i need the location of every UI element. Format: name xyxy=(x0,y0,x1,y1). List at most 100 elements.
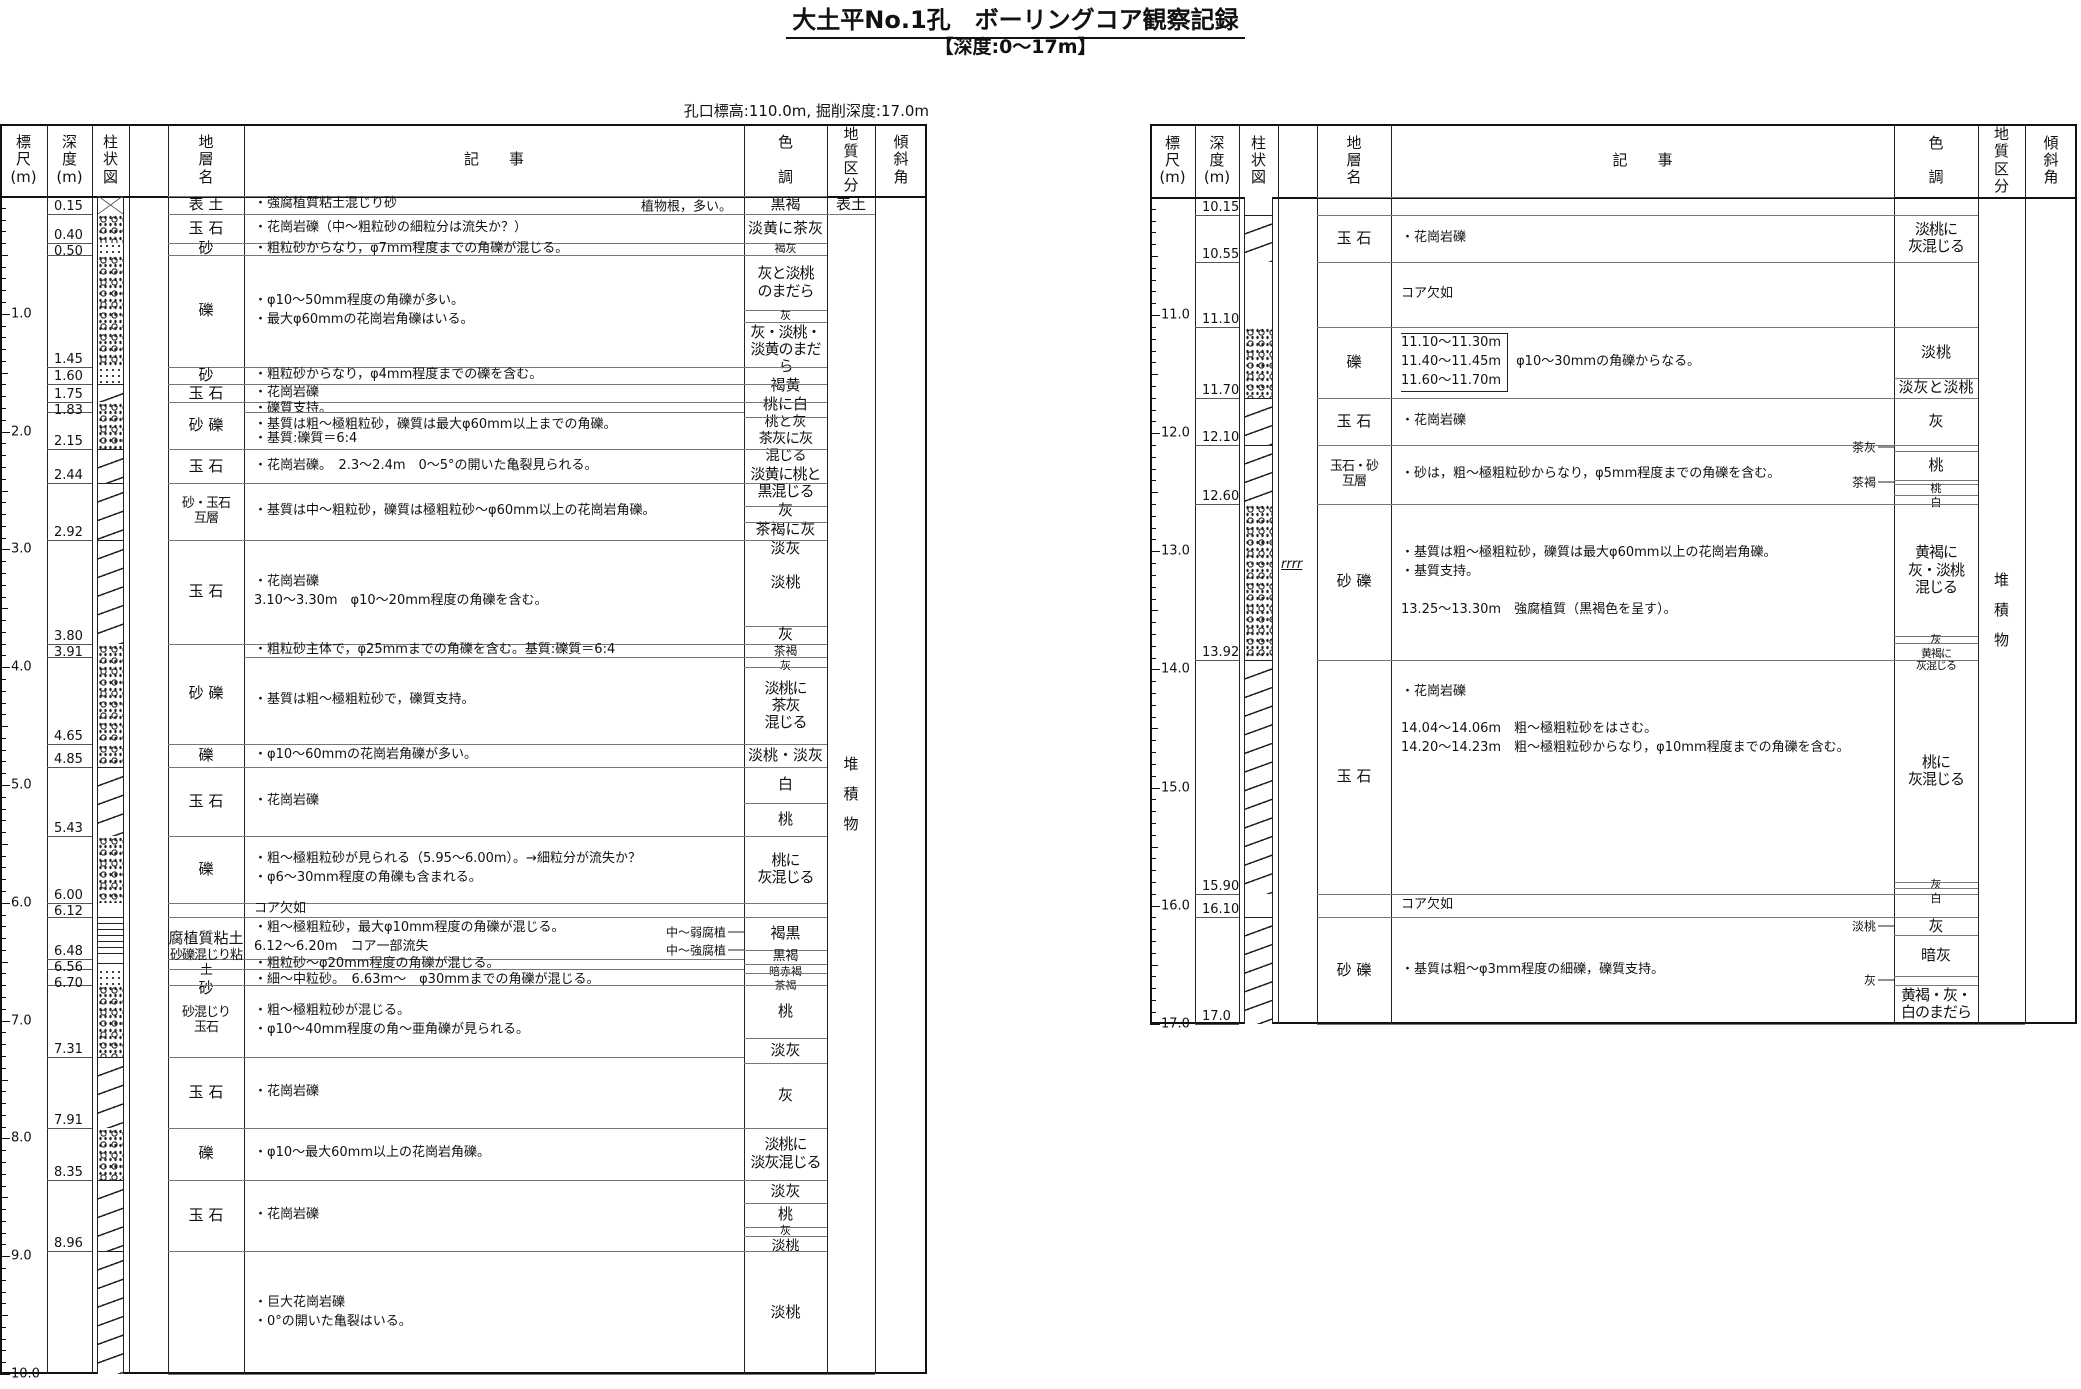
scale-minor-tick xyxy=(0,584,6,586)
scale-minor-tick xyxy=(0,1244,6,1246)
stratum-name: 表 土 xyxy=(188,195,224,214)
color-tone: 茶褐 xyxy=(773,644,798,659)
scale-minor-tick xyxy=(0,1338,6,1340)
lithology-gravel-pattern xyxy=(97,402,124,450)
scale-minor-tick xyxy=(1150,633,1156,635)
color-tone: 桃 xyxy=(1928,456,1944,475)
depth-boundary xyxy=(47,656,92,658)
scale-minor-tick xyxy=(0,537,6,539)
depth-label: 6.48 xyxy=(54,944,83,960)
depth-boundary xyxy=(1195,659,1239,661)
color-boundary xyxy=(1894,643,1978,645)
depth-label: 15.90 xyxy=(1202,878,1240,894)
scale-minor-tick xyxy=(0,243,6,245)
scale-major-tick xyxy=(1150,315,1160,317)
scale-minor-tick xyxy=(1150,681,1156,683)
scale-minor-tick xyxy=(1150,704,1156,706)
scale-minor-tick xyxy=(0,1362,6,1364)
annotation-text: 灰 xyxy=(1863,973,1876,988)
scale-minor-tick xyxy=(1150,527,1156,529)
scale-major-tick xyxy=(0,902,10,904)
depth-boundary xyxy=(1195,261,1239,263)
scale-minor-tick xyxy=(1150,893,1156,895)
scale-major-tick xyxy=(1150,905,1160,907)
notes-cell: ・粗～極粗粒砂が見られる（5.95～6.00m）。→細粒分が流失か？・φ6～30… xyxy=(244,836,744,903)
bracket-note: φ10～30mmの角礫からなる。 xyxy=(1516,353,1701,369)
notes-boundary xyxy=(244,959,744,961)
note-line: ・粗粒砂主体で，φ25mmまでの角礫を含む。基質:礫質＝6:4 xyxy=(254,641,616,657)
color-boundary xyxy=(1894,881,1978,883)
notes-cell: コア欠如 xyxy=(1391,262,1894,327)
color-boundary xyxy=(1894,659,1978,661)
scale-minor-tick xyxy=(1150,515,1156,517)
notes-cell: ・花崗岩礫 xyxy=(244,767,744,835)
scale-label: 2.0 xyxy=(11,424,32,440)
scale-minor-tick xyxy=(0,1232,6,1234)
color-boundary xyxy=(1894,377,1978,379)
header-geology: 地 質 区 分 xyxy=(843,124,859,195)
color-tone: 桃に白 xyxy=(762,395,808,414)
scale-minor-tick xyxy=(0,773,6,775)
note-line: 11.60～11.70m xyxy=(1401,372,1502,388)
color-tone: 黄褐・灰・ 白のまだら xyxy=(1900,985,1972,1022)
color-boundary xyxy=(744,767,827,769)
scale-minor-tick xyxy=(0,1173,6,1175)
depth-boundary xyxy=(1195,326,1239,328)
header-divider xyxy=(1150,197,2077,199)
header-scale: 標 尺 (m) xyxy=(1159,133,1186,187)
color-annotation: 中～弱腐植 xyxy=(666,924,744,941)
scale-minor-tick xyxy=(1150,574,1156,576)
notes-cell: コア欠如 xyxy=(244,901,744,917)
depth-label: 3.91 xyxy=(54,644,83,660)
notes-cell: ・粗粒砂主体で，φ25mmまでの角礫を含む。基質:礫質＝6:4 xyxy=(244,641,744,657)
color-tone: 黒褐 xyxy=(772,948,799,964)
depth-boundary xyxy=(1195,397,1239,399)
color-boundary xyxy=(744,1179,827,1181)
notes-cell: ・基質は粗～φ3mm程度の細礫，礫質支持。 xyxy=(1391,917,1894,1023)
depth-label: 0.50 xyxy=(54,244,83,260)
scale-minor-tick xyxy=(1150,244,1156,246)
notes-boundary xyxy=(244,1251,744,1253)
scale-minor-tick xyxy=(0,302,6,304)
scale-minor-tick xyxy=(1150,492,1158,494)
lithology-missing-pattern xyxy=(1244,261,1273,327)
note-line: ・細～中粒砂。 6.63m～ φ30mmまでの角礫が混じる。 xyxy=(254,971,600,987)
column-divider xyxy=(244,124,245,1374)
header-column: 柱 状 図 xyxy=(102,133,118,186)
scale-minor-tick xyxy=(0,231,6,233)
depth-label: 0.15 xyxy=(54,198,83,214)
depth-label: 1.83 xyxy=(54,403,83,419)
depth-boundary xyxy=(47,916,92,918)
color-boundary xyxy=(744,1063,827,1064)
stratum-name: 玉 石 xyxy=(188,383,224,402)
color-boundary xyxy=(1894,445,1978,446)
stratum-name: 砂 礫 xyxy=(1336,960,1372,979)
stratum-name: 礫 xyxy=(1346,352,1362,371)
note-line: ・基質支持。 xyxy=(1401,564,1480,580)
note-line: コア欠如 xyxy=(1401,897,1454,913)
color-boundary xyxy=(744,402,827,404)
scale-label: 8.0 xyxy=(11,1130,32,1146)
scale-label: 15.0 xyxy=(1161,780,1190,795)
scale-major-tick xyxy=(0,1374,10,1375)
color-tone: 淡桃に 茶灰 混じる xyxy=(764,678,807,732)
color-boundary xyxy=(1894,504,1978,506)
annotation-text: 茶褐 xyxy=(1851,475,1876,490)
stratum-boundary xyxy=(168,254,244,256)
scale-minor-tick xyxy=(0,855,6,857)
scale-minor-tick xyxy=(0,655,6,657)
notes-boundary xyxy=(244,366,744,368)
notes-cell: ・花崗岩礫。 2.3～2.4m 0～5°の開いた亀裂見られる。 xyxy=(244,449,744,483)
scale-minor-tick xyxy=(1150,976,1156,978)
scale-minor-tick xyxy=(1150,409,1156,411)
notes-cell: ・φ10～60mmの花崗岩角礫が多い。 xyxy=(244,744,744,768)
annotation-text: 中～弱腐植 xyxy=(665,925,726,940)
note-line: ・砂は，粗～極粗粒砂からなり，φ5mm程度までの角礫を含む。 xyxy=(1401,466,1781,482)
header-dip: 傾 斜 角 xyxy=(893,133,909,186)
color-boundary xyxy=(1894,935,1978,937)
color-tone: 灰 xyxy=(777,501,793,520)
scale-minor-tick xyxy=(0,1044,6,1046)
scale-minor-tick xyxy=(0,1185,6,1187)
color-boundary xyxy=(744,1127,827,1129)
color-tone: 白 xyxy=(1930,495,1942,509)
